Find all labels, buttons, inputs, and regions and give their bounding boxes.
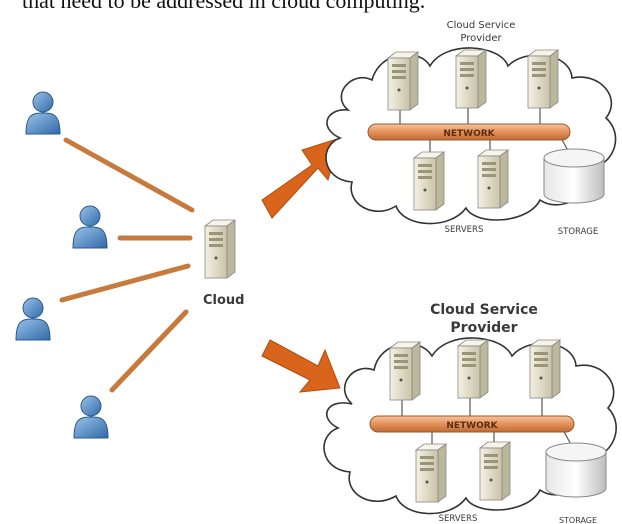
- user-links: [59, 137, 195, 393]
- provider-bottom: Cloud Service Provider NETWORK SERVERS S…: [323, 302, 617, 524]
- provider-title-line2: Provider: [450, 320, 517, 336]
- network-bar: [367, 123, 571, 141]
- provider-top: Cloud Service Provider NETWORK SERVERS S…: [325, 20, 617, 237]
- network-label: NETWORK: [443, 129, 495, 139]
- server-icon: [387, 51, 419, 111]
- server-icon: [477, 149, 509, 209]
- network-bar: [369, 415, 575, 433]
- storage-icon: [543, 148, 605, 204]
- server-icon: [457, 339, 489, 399]
- network-label: NETWORK: [446, 421, 498, 431]
- storage-label: STORAGE: [559, 516, 597, 524]
- provider-title-line1: Cloud Service: [430, 302, 538, 318]
- user-icon: [25, 91, 61, 135]
- provider-title-line2: Provider: [460, 33, 502, 44]
- servers-label: SERVERS: [445, 225, 484, 235]
- server-icon: [415, 443, 447, 503]
- cloud-server-icon: [204, 219, 236, 279]
- server-icon: [529, 339, 561, 399]
- server-icon: [479, 441, 511, 501]
- arrow-down-right-icon: [261, 339, 341, 393]
- storage-label: STORAGE: [558, 227, 598, 237]
- user-icon: [15, 297, 51, 341]
- server-icon: [389, 341, 421, 401]
- cloud-label: Cloud: [203, 293, 245, 308]
- server-icon: [413, 151, 445, 211]
- user-icon: [72, 205, 108, 249]
- servers-label: SERVERS: [439, 514, 478, 524]
- link-line: [63, 137, 195, 213]
- server-icon: [527, 49, 559, 109]
- link-line: [109, 309, 189, 393]
- caption-text: that need to be addressed in cloud compu…: [22, 0, 426, 13]
- server-icon: [455, 49, 487, 109]
- storage-icon: [545, 442, 607, 498]
- link-line: [59, 263, 191, 303]
- provider-title-line1: Cloud Service: [447, 20, 516, 31]
- user-icon: [73, 395, 109, 439]
